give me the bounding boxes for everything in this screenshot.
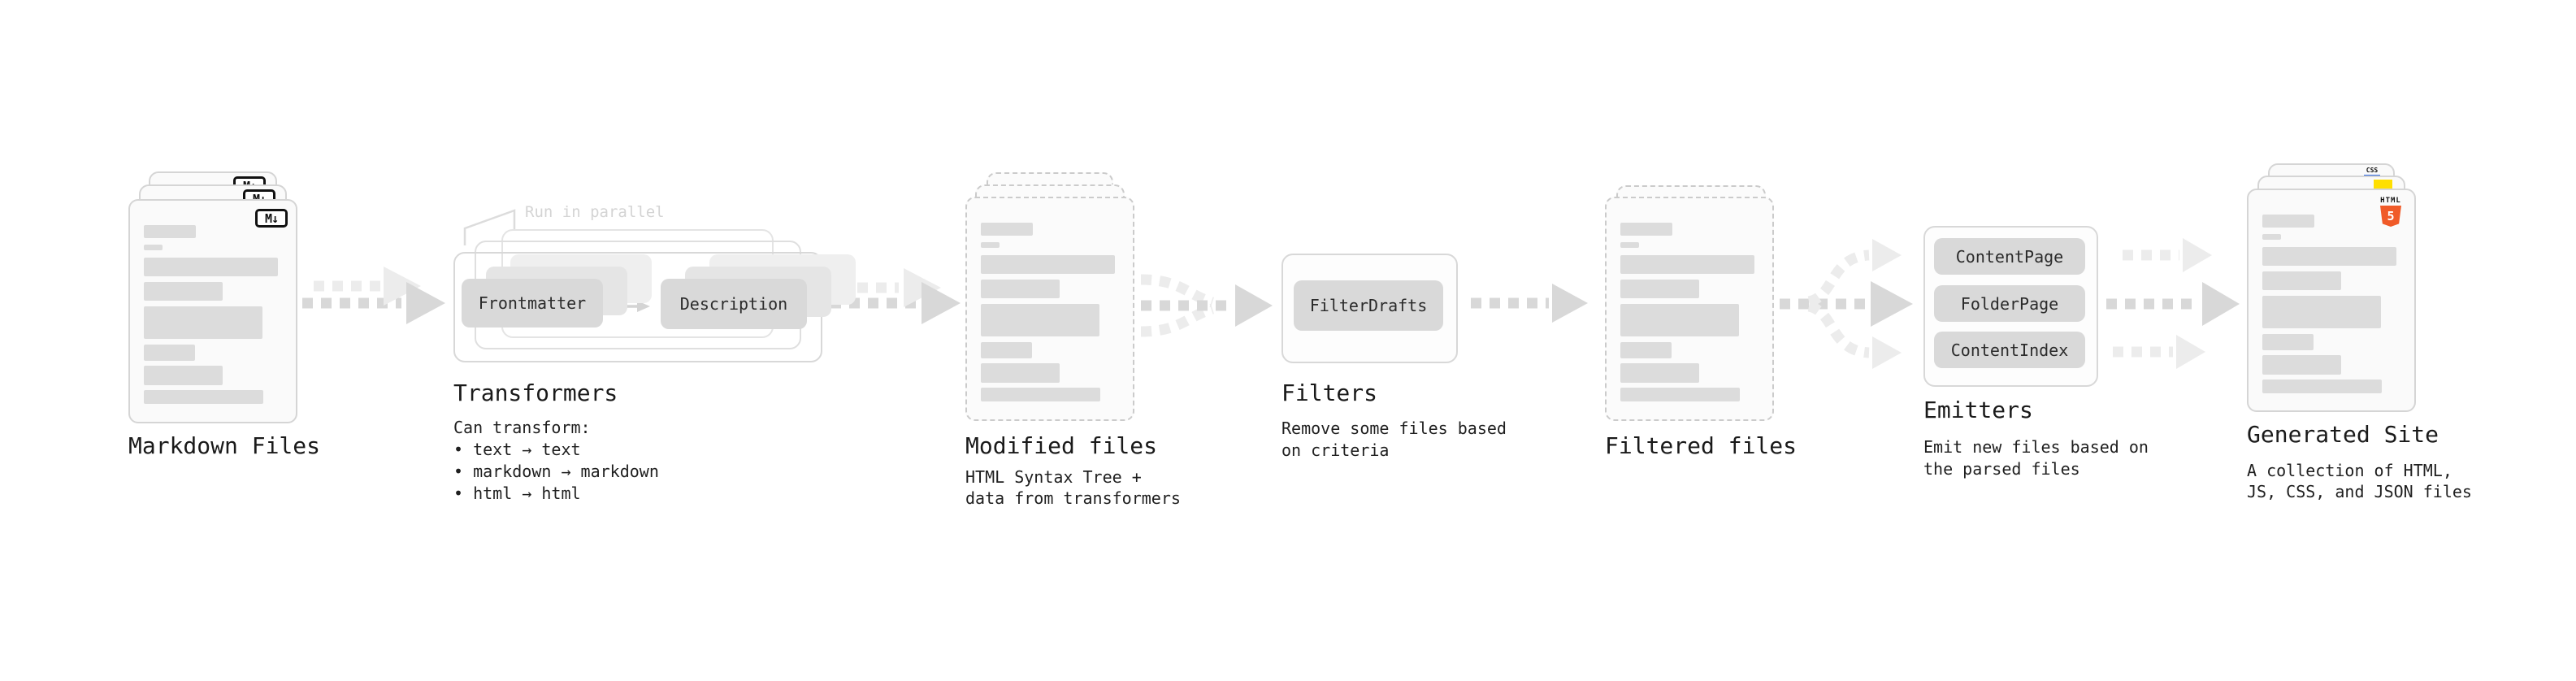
html5-icon: HTML 5 (2377, 197, 2405, 227)
markdown-icon-label: M↓ (264, 210, 279, 226)
placeholder-line (2262, 380, 2382, 393)
frontmatter-node: Frontmatter (462, 279, 603, 327)
placeholder-line (1620, 255, 1754, 274)
html5-icon-shield: 5 (2380, 206, 2401, 227)
placeholder-line (1620, 363, 1699, 383)
placeholder-line (2262, 234, 2281, 240)
run-in-parallel-annotation: Run in parallel (525, 203, 665, 221)
stage-title-filters: Filters (1281, 380, 1378, 406)
placeholder-line (144, 390, 263, 404)
html5-icon-number: 5 (2387, 209, 2395, 223)
generated-site-description: A collection of HTML, JS, CSS, and JSON … (2247, 461, 2472, 501)
filterdrafts-node: FilterDrafts (1294, 280, 1443, 331)
stage-title-emitters: Emitters (1923, 397, 2033, 423)
placeholder-line (144, 258, 278, 276)
js-icon (2374, 180, 2392, 189)
placeholder-line (1620, 280, 1699, 298)
description-node: Description (661, 279, 807, 329)
placeholder-line (144, 345, 195, 361)
placeholder-line (2262, 271, 2341, 290)
placeholder-line (981, 304, 1099, 336)
placeholder-line (144, 225, 196, 238)
placeholder-line (144, 245, 163, 250)
placeholder-line (144, 366, 223, 385)
folderpage-node: FolderPage (1934, 285, 2085, 322)
generated-file-card-front: HTML 5 (2247, 189, 2416, 412)
stage-title-modified-files: Modified files (965, 432, 1158, 459)
placeholder-line (981, 255, 1115, 274)
stage-title-generated-site: Generated Site (2247, 421, 2439, 448)
placeholder-line (2262, 247, 2396, 266)
placeholder-line (144, 306, 262, 339)
modified-files-description: HTML Syntax Tree + data from transformer… (965, 467, 1181, 508)
filtered-file-card-front (1605, 197, 1774, 421)
markdown-icon: M↓ (255, 209, 288, 228)
placeholder-line (144, 282, 223, 301)
contentpage-node: ContentPage (1934, 238, 2085, 275)
placeholder-line (1620, 242, 1639, 248)
stage-title-markdown-files: Markdown Files (128, 432, 321, 459)
contentindex-node: ContentIndex (1934, 332, 2085, 368)
placeholder-line (2262, 355, 2341, 375)
stage-title-transformers: Transformers (453, 380, 618, 406)
placeholder-line (2262, 334, 2314, 350)
placeholder-line (1620, 223, 1672, 236)
stage-title-filtered-files: Filtered files (1605, 432, 1798, 459)
emitters-description: Emit new files based on the parsed files (1923, 437, 2149, 479)
placeholder-line (1620, 342, 1672, 358)
placeholder-line (1620, 388, 1740, 401)
html5-icon-word: HTML (2380, 197, 2401, 205)
placeholder-line (1620, 304, 1739, 336)
modified-file-card-front (965, 197, 1134, 421)
placeholder-line (2262, 296, 2381, 328)
placeholder-line (981, 223, 1033, 236)
transformers-description: Can transform: • text → text • markdown … (453, 418, 659, 503)
placeholder-line (2262, 215, 2314, 228)
placeholder-line (981, 363, 1060, 383)
css-icon-label: CSS (2366, 167, 2379, 174)
markdown-file-card-front: M↓ (128, 199, 297, 423)
placeholder-line (981, 280, 1060, 298)
placeholder-line (981, 242, 1000, 248)
filters-description: Remove some files based on criteria (1281, 419, 1507, 460)
placeholder-line (981, 342, 1032, 358)
placeholder-line (981, 388, 1100, 401)
